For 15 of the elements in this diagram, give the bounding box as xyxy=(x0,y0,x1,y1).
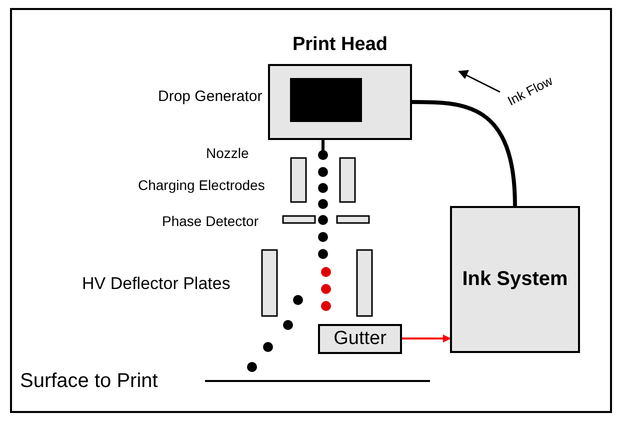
part-label: Drop Generator xyxy=(158,88,262,105)
gutter-box xyxy=(318,324,402,354)
box-label: Gutter xyxy=(334,328,386,350)
arrow xyxy=(402,334,451,342)
heading: Print Head xyxy=(291,34,389,56)
part-label: HV Deflector Plates xyxy=(82,274,230,294)
drop-generator-block xyxy=(290,78,362,122)
box-label: Ink System xyxy=(462,268,568,291)
part-label: Nozzle xyxy=(206,145,249,161)
ink-system-box xyxy=(450,206,580,353)
part-label: Surface to Print xyxy=(20,370,158,393)
edge-label: Ink Flow xyxy=(505,73,555,108)
ink-line xyxy=(412,100,517,206)
part-label: Charging Electrodes xyxy=(138,177,265,193)
part-label: Phase Detector xyxy=(162,213,258,229)
